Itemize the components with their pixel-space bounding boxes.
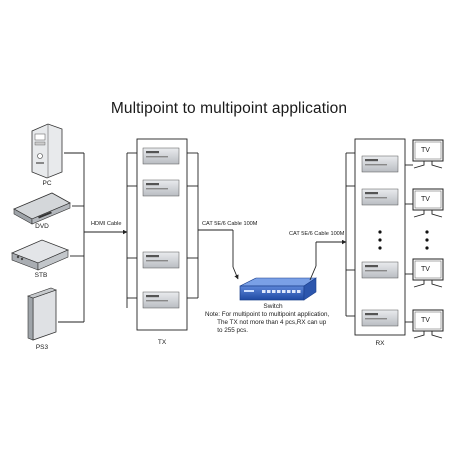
- tv-icon: [412, 258, 444, 288]
- tv-group: [412, 139, 444, 339]
- source-label-pc: PC: [42, 180, 52, 187]
- rx-unit: [361, 155, 399, 173]
- cat-cable-label-tx: CAT 5E/6 Cable 100M: [202, 221, 258, 227]
- tv-icon: [412, 309, 444, 339]
- note-line: to 255 pcs.: [205, 327, 249, 335]
- rx-label: RX: [375, 340, 385, 347]
- tx-unit: [142, 291, 180, 309]
- tx-group: [126, 138, 199, 331]
- note-line: The TX not more than 4 pcs,RX can up: [205, 319, 327, 327]
- diagram-title: Multipoint to multipoint application: [110, 100, 348, 117]
- tx-unit: [142, 251, 180, 269]
- switch-label: Switch: [263, 303, 283, 310]
- note-text: Note: For multipoint to multipoint appli…: [205, 311, 355, 335]
- note-line: Note: For multipoint to multipoint appli…: [205, 311, 330, 318]
- source-label-stb: STB: [34, 272, 48, 279]
- hdmi-bus: [58, 152, 128, 323]
- hdmi-cable-label: HDMI Cable: [91, 221, 122, 227]
- network-switch-icon: [239, 277, 317, 301]
- rx-frame: [354, 138, 406, 336]
- cat-cable-label-rx: CAT 5E/6 Cable 100M: [289, 231, 345, 237]
- game-console-icon: [27, 287, 57, 341]
- tv-icon: [412, 188, 444, 218]
- tx-frame: [136, 138, 188, 331]
- tv-ellipsis-dots: [425, 230, 429, 250]
- rx-unit: [361, 261, 399, 279]
- tx-to-switch-line: [198, 229, 239, 280]
- dvd-player-icon: [13, 192, 71, 225]
- tv-label: TV: [421, 147, 430, 154]
- tv-label: TV: [421, 196, 430, 203]
- tx-label: TX: [157, 339, 167, 346]
- rx-unit: [361, 309, 399, 327]
- tx-unit: [142, 147, 180, 165]
- source-label-dvd: DVD: [35, 223, 49, 230]
- rx-group: [345, 138, 413, 336]
- tx-unit: [142, 179, 180, 197]
- switch-to-rx-line: [309, 239, 347, 281]
- tv-icon: [412, 139, 444, 169]
- rx-unit: [361, 188, 399, 206]
- source-label-ps3: PS3: [35, 344, 49, 351]
- tv-label: TV: [421, 317, 430, 324]
- set-top-box-icon: [10, 239, 70, 271]
- rx-ellipsis-dots: [378, 230, 382, 250]
- tv-label: TV: [421, 266, 430, 273]
- pc-tower-icon: [31, 123, 63, 179]
